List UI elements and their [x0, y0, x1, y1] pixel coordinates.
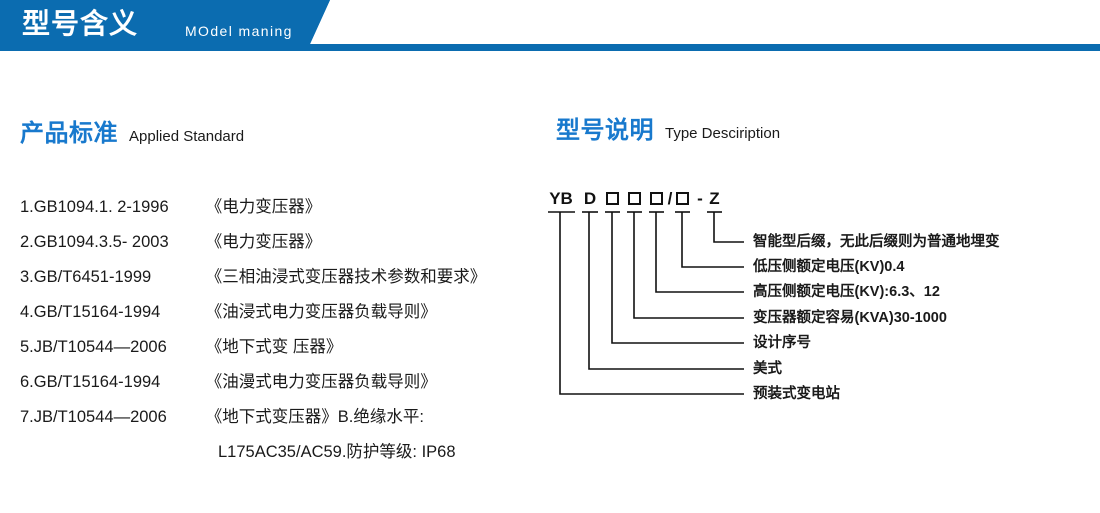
type-code-diagram: YB D / -Z 智能型后缀，无此后缀则为普通地埋变低压侧额定电压(KV)0.4 高压…	[548, 188, 1100, 433]
standard-list-item: 3. GB/T6451-1999 《三相油浸式变压器技术参数和要求》	[20, 260, 540, 295]
standard-index: 7.	[20, 408, 34, 426]
banner-shape	[0, 0, 1100, 51]
leader-lines	[548, 211, 744, 395]
section-heading-type-description: 型号说明 Type Desciription	[556, 110, 780, 145]
standard-list-item: 1. GB1094.1. 2-1996 《电力变压器》	[20, 190, 540, 225]
type-code-token: -	[697, 189, 703, 208]
standard-list-item: 4. GB/T15164-1994 《油浸式电力变压器负载导则》	[20, 295, 540, 330]
standard-title: 《油浸式电力变压器负载导则》	[205, 303, 437, 321]
type-code-label: 预装式变电站	[753, 386, 840, 402]
standard-code: GB/T15164-1994	[33, 373, 161, 391]
type-code-label: 低压侧额定电压(KV)0.4	[753, 259, 905, 275]
standard-list-item: 5. JB/T10544—2006 《地下式变 压器》	[20, 330, 540, 365]
standard-index: 4.	[20, 303, 34, 321]
standard-title: 《电力变压器》	[205, 233, 322, 251]
standard-code: GB1094.3.5- 2003	[33, 233, 169, 251]
section-heading-applied-standard: 产品标准 Applied Standard	[20, 113, 244, 148]
standard-title: 《地下式变压器》B.绝缘水平:	[205, 408, 424, 426]
type-code-placeholder-box	[606, 192, 619, 205]
type-code-placeholder-box	[650, 192, 663, 205]
type-code-label: 美式	[753, 361, 782, 377]
leader-line	[655, 212, 744, 293]
standard-continuation-line: L175AC35/AC59.防护等级: IP68	[218, 443, 456, 461]
standard-index: 1.	[20, 198, 34, 216]
applied-standard-list: 1. GB1094.1. 2-1996《电力变压器》2. GB1094.3.5-…	[20, 190, 540, 470]
section-heading-cn: 产品标准	[20, 120, 118, 147]
type-code-token: Z	[709, 189, 720, 208]
type-code-label: 智能型后缀，无此后缀则为普通地埋变	[753, 234, 1000, 250]
leader-line	[588, 212, 744, 370]
standard-index: 2.	[20, 233, 34, 251]
banner-title: 型号含义	[22, 8, 139, 39]
standard-code: GB/T15164-1994	[33, 303, 161, 321]
standard-title: 《地下式变 压器》	[205, 338, 343, 356]
section-heading-en: Type Desciription	[665, 125, 781, 142]
leader-line	[681, 212, 744, 268]
standard-list-item: 6. GB/T15164-1994 《油漫式电力变压器负载导则》	[20, 365, 540, 400]
section-heading-cn: 型号说明	[556, 117, 654, 144]
type-code-placeholder-box	[676, 192, 689, 205]
section-heading-en: Applied Standard	[129, 128, 245, 145]
leader-line	[713, 212, 744, 243]
standard-title: 《三相油浸式变压器技术参数和要求》	[205, 268, 487, 286]
standard-code: GB/T6451-1999	[33, 268, 152, 286]
standard-code: JB/T10544—2006	[33, 408, 167, 426]
type-code-token: D	[583, 189, 597, 208]
standard-title: 《油漫式电力变压器负载导则》	[205, 373, 437, 391]
standard-index: 5.	[20, 338, 34, 356]
standard-title: 《电力变压器》	[205, 198, 322, 216]
type-code-token: /	[667, 189, 673, 208]
type-code-label: 高压侧额定电压(KV):6.3、12	[753, 284, 940, 300]
standard-list-item: 7. JB/T10544—2006 《地下式变压器》B.绝缘水平:	[20, 400, 540, 435]
standard-code: GB1094.1. 2-1996	[33, 198, 169, 216]
standard-list-item: 2. GB1094.3.5- 2003 《电力变压器》	[20, 225, 540, 260]
standard-index: 3.	[20, 268, 34, 286]
standard-index: 6.	[20, 373, 34, 391]
standard-code: JB/T10544—2006	[33, 338, 167, 356]
leader-line	[559, 212, 744, 395]
type-code-token: YB	[549, 189, 573, 208]
leader-line	[611, 212, 744, 344]
type-code-label: 设计序号	[753, 335, 811, 351]
page-banner: 型号含义 MOdel maning	[0, 0, 1100, 55]
leader-line	[633, 212, 744, 319]
type-code-placeholder-box	[628, 192, 641, 205]
banner-subtitle: MOdel maning	[185, 23, 293, 39]
type-code-label: 变压器额定容易(KVA)30-1000	[753, 310, 947, 326]
